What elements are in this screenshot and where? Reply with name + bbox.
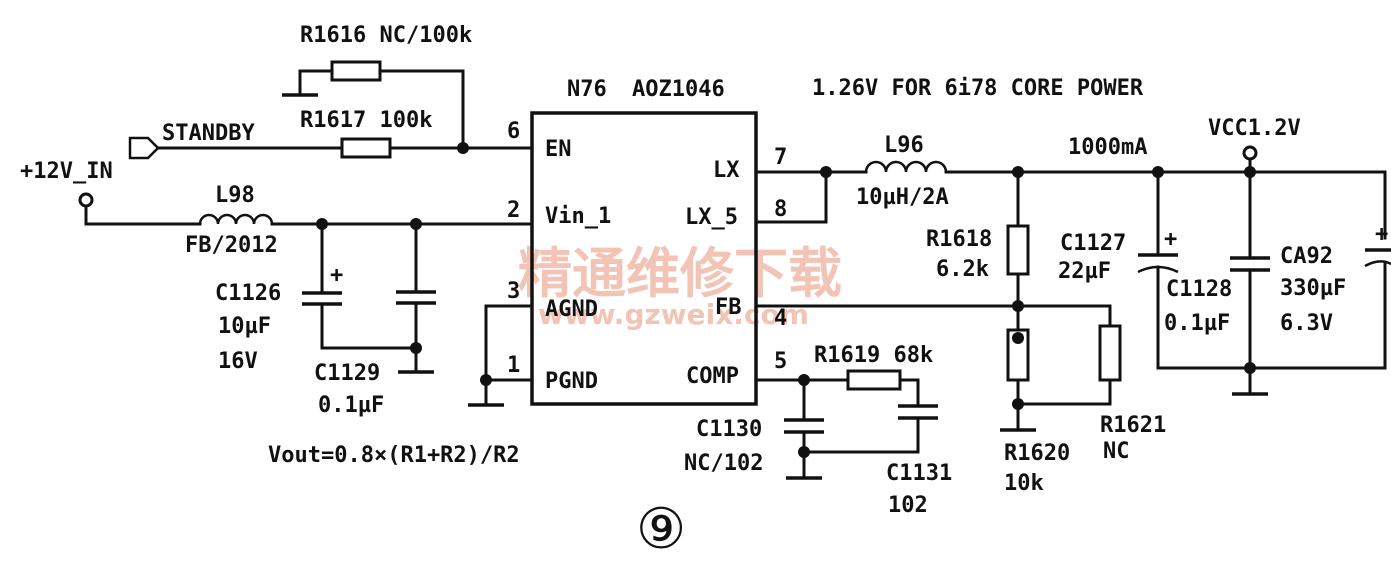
wire-lx5: [754, 170, 828, 224]
pin-number-lx5: 8: [774, 197, 787, 222]
capacitor-c1126: + C1126 10µF 16V: [215, 222, 418, 374]
input-net-label: +12V_IN: [20, 159, 113, 184]
ic-n76: N76 AOZ1046 EN Vin_1 AGND PGND LX LX_5 F…: [507, 77, 787, 406]
ca92-value: 330µF: [1280, 276, 1346, 301]
pin-label-en: EN: [545, 137, 572, 162]
l98-value: FB/2012: [185, 233, 278, 258]
capacitor-c1128: C1128 0.1µF: [1164, 170, 1270, 396]
pin-label-comp: COMP: [686, 364, 739, 389]
junction: [410, 342, 422, 354]
watermark-chinese: 精通维修下载: [518, 242, 842, 305]
ic-body: [530, 111, 758, 406]
c1129-value: 0.1µF: [318, 393, 384, 418]
r1618-ref: R1618: [926, 227, 992, 252]
c1129-ref: C1129: [314, 361, 380, 386]
watermark: 精通维修下载 www.gzweix.com: [518, 242, 842, 331]
capacitor-ca92: + CA92 330µF 6.3V: [1248, 222, 1391, 370]
polarity-mark: +: [1164, 227, 1177, 252]
standby-connector-shape: [128, 136, 160, 160]
c1130-value: NC/102: [684, 451, 763, 476]
r1618-value: 6.2k: [936, 257, 989, 282]
r1621-value: NC: [1103, 439, 1130, 464]
capacitor-c1130: C1130 NC/102: [684, 378, 824, 480]
output-current-label: 1000mA: [1068, 135, 1147, 160]
inductor-l96: L96 10µH/2A: [856, 133, 949, 210]
l96-ref: L96: [884, 133, 924, 158]
resistor-r1616: R1616 NC/100k: [282, 23, 472, 150]
r1617-label: R1617 100k: [300, 108, 432, 133]
pin-label-vin: Vin_1: [545, 204, 611, 229]
c1131-value: 102: [888, 493, 928, 518]
pin-label-lx5: LX_5: [685, 205, 738, 230]
r1621-ref: R1621: [1100, 413, 1166, 438]
circuit-title: 1.26V FOR 6i78 CORE POWER: [812, 76, 1144, 101]
ca92-ref: CA92: [1280, 244, 1333, 269]
pin-number-vin: 2: [507, 198, 520, 223]
capacitor-c1131: C1131 102: [802, 404, 952, 518]
c1126-ref: C1126: [215, 281, 281, 306]
pin-number-fb: 4: [774, 306, 787, 331]
pin-number-en: 6: [507, 119, 520, 144]
output-terminal-circle: [1242, 145, 1258, 161]
resistor-r1617: R1617 100k: [300, 108, 432, 159]
l96-coil: [864, 160, 948, 173]
c1126-value: 10µF: [218, 314, 271, 339]
ic-part-label: AOZ1046: [632, 77, 725, 102]
c1127-value: 22µF: [1058, 259, 1111, 284]
resistor-r1619: R1619 68k: [814, 343, 933, 391]
wire-lx: [754, 170, 1387, 240]
pin-label-agnd: AGND: [545, 297, 598, 322]
junction: [820, 166, 832, 178]
inductor-l98: L98 FB/2012: [185, 183, 278, 258]
output-terminal: VCC1.2V: [1208, 116, 1301, 174]
watermark-url: www.gzweix.com: [538, 298, 809, 331]
resistor-r1618: R1618 6.2k: [926, 170, 1030, 304]
input-terminal-circle: [78, 192, 94, 208]
c1128-ref: C1128: [1166, 277, 1232, 302]
ic-ref-label: N76: [567, 77, 607, 102]
c1130-ref: C1130: [696, 417, 762, 442]
input-terminal: +12V_IN: [20, 159, 202, 226]
resistor-r1620: R1620 10k: [1004, 304, 1070, 496]
output-net-label: VCC1.2V: [1208, 116, 1301, 141]
pin-number-lx: 7: [774, 145, 787, 170]
pin-number-comp: 5: [774, 349, 787, 374]
r1620-ref: R1620: [1004, 441, 1070, 466]
c1131-ref: C1131: [886, 461, 952, 486]
junction: [1012, 332, 1024, 344]
c1128-value: 0.1µF: [1164, 311, 1230, 336]
vout-formula: Vout=0.8×(R1+R2)/R2: [268, 443, 520, 468]
wire-gnd-tie: [484, 304, 534, 382]
polarity-mark: +: [330, 263, 343, 288]
r1616-label: R1616 NC/100k: [300, 23, 472, 48]
l96-value: 10µH/2A: [856, 185, 949, 210]
l98-coil: [198, 213, 274, 225]
pin-label-lx: LX: [713, 158, 740, 183]
resistor-r1621: R1621 NC: [1016, 324, 1166, 464]
r1619-label: R1619 68k: [814, 343, 933, 368]
wire-input: [84, 204, 202, 226]
figure-number: ⑨: [636, 497, 686, 562]
pin-label-pgnd: PGND: [545, 369, 598, 394]
capacitor-c1129: C1129 0.1µF: [314, 222, 436, 418]
r1620-value: 10k: [1004, 471, 1044, 496]
pin-number-agnd: 3: [507, 279, 520, 304]
l98-ref: L98: [215, 183, 255, 208]
ca92-voltage: 6.3V: [1280, 311, 1333, 336]
wire-comp: [754, 378, 920, 408]
polarity-mark: +: [1375, 222, 1388, 247]
c1127-ref: C1127: [1060, 231, 1126, 256]
capacitor-c1127: + C1127 22µF: [1058, 170, 1252, 370]
wire-fb: [754, 304, 1112, 328]
c1126-voltage: 16V: [218, 349, 258, 374]
pin-number-pgnd: 1: [507, 353, 520, 378]
pin-label-fb: FB: [715, 295, 742, 320]
standby-net-label: STANDBY: [162, 121, 255, 146]
